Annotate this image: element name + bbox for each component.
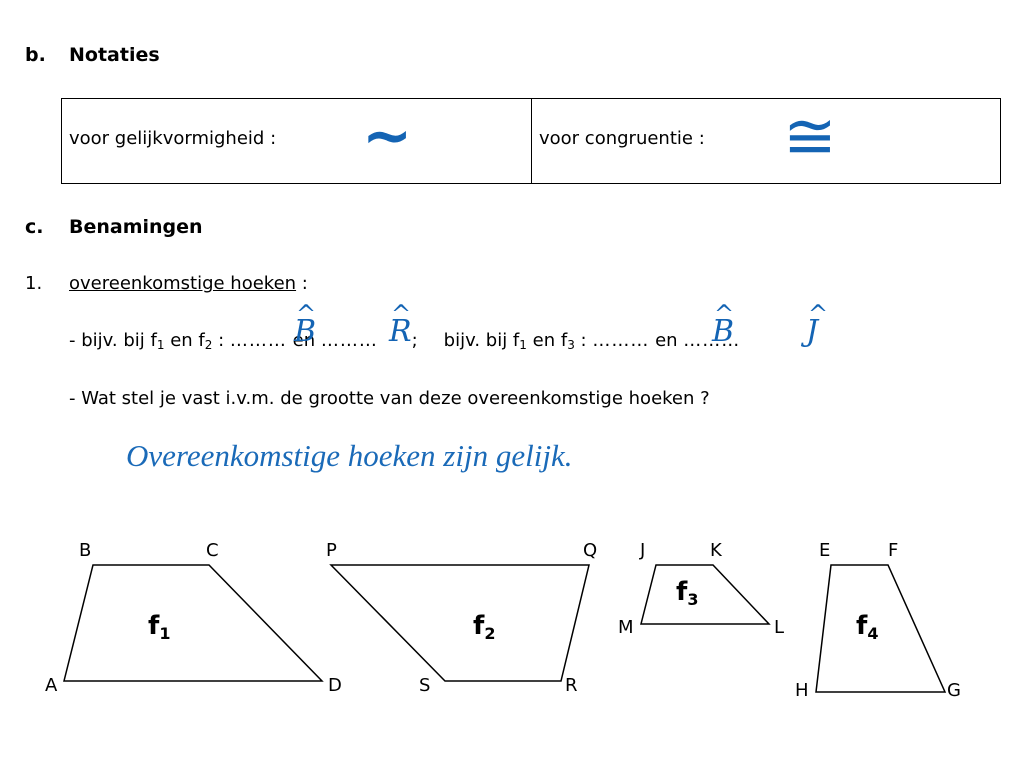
example-text: en f <box>164 330 205 351</box>
section-c-marker: c. <box>25 216 44 238</box>
section-c-heading: c. Benamingen <box>25 216 203 238</box>
item-1-number: 1. <box>25 273 43 294</box>
section-c-title: Benamingen <box>69 216 203 238</box>
angle-letter: J <box>806 314 819 349</box>
separator: ; <box>411 330 418 351</box>
example-prefix: - bijv. bij f <box>69 330 157 351</box>
vertex-label: A <box>45 675 58 696</box>
answer-angle-r: ^R <box>389 300 412 349</box>
vertex-label: F <box>888 540 898 561</box>
item-1-heading: 1. overeenkomstige hoeken : <box>25 273 308 294</box>
answer-angle-j: ^J <box>806 300 828 349</box>
vertex-label: H <box>795 680 809 701</box>
example-text: : <box>212 330 230 351</box>
figure-f1-shape <box>63 564 324 682</box>
hat-accent: ^ <box>296 300 317 328</box>
section-b-title: Notaties <box>69 44 160 66</box>
vertex-label: P <box>326 540 337 561</box>
congruence-cell: voor congruentie : ≅ <box>532 99 1000 183</box>
angle-letter: R <box>389 314 412 349</box>
figure-f3-label: f3 <box>676 577 698 609</box>
figure-f1-label: f1 <box>148 611 170 643</box>
vertex-label: M <box>618 617 634 638</box>
vertex-label: R <box>565 675 578 696</box>
vertex-label: D <box>328 675 342 696</box>
example-sub: 1 <box>156 338 165 352</box>
figure-f3-shape <box>640 564 771 625</box>
angle-letter: B <box>712 314 735 349</box>
vertex-label: B <box>79 540 91 561</box>
hat-accent: ^ <box>808 300 829 328</box>
angle-letter: B <box>294 314 317 349</box>
item-1-example-line: - bijv. bij f1 en f2 : ……… en ……… ;bijv.… <box>69 330 740 352</box>
congruence-label: voor congruentie : <box>539 128 705 149</box>
example-sub: 2 <box>204 338 213 352</box>
similarity-cell: voor gelijkvormigheid : ~ <box>62 99 532 183</box>
hat-accent: ^ <box>391 300 412 328</box>
item-1-answer: Overeenkomstige hoeken zijn gelijk. <box>126 438 573 473</box>
figures-diagram: A B C D P Q R S J K L M E F G H f1 f2 f3… <box>45 540 961 701</box>
example-prefix: bijv. bij f <box>443 330 520 351</box>
example-sub: 3 <box>567 338 575 352</box>
section-b-marker: b. <box>25 44 46 66</box>
hat-accent: ^ <box>714 300 735 328</box>
example-text: en <box>649 330 684 351</box>
notation-table: voor gelijkvormigheid : ~ voor congruent… <box>61 98 1001 184</box>
item-1-colon: : <box>301 273 308 294</box>
vertex-label: E <box>819 540 830 561</box>
congruence-symbol: ≅ <box>783 100 837 174</box>
blank-dots: ……… <box>320 330 378 351</box>
figure-f4-label: f4 <box>856 611 878 643</box>
vertex-label: G <box>947 680 961 701</box>
item-1-question: - Wat stel je vast i.v.m. de grootte van… <box>69 388 710 409</box>
blank-dots: ……… <box>683 330 741 351</box>
vertex-label: L <box>774 617 784 638</box>
vertex-label: K <box>710 540 723 561</box>
example-text: : <box>574 330 593 351</box>
section-b-heading: b. Notaties <box>25 44 160 66</box>
blank-dots: ……… <box>592 330 650 351</box>
vertex-label: J <box>639 540 645 561</box>
figure-f2-shape <box>329 564 590 682</box>
example-sub: 1 <box>519 338 527 352</box>
example-text: en <box>286 330 321 351</box>
figure-f2-label: f2 <box>473 611 495 643</box>
blank-dots: ……… <box>229 330 287 351</box>
similarity-label: voor gelijkvormigheid : <box>69 128 277 149</box>
vertex-label: S <box>419 675 430 696</box>
figure-f4-shape <box>815 564 947 693</box>
similarity-symbol: ~ <box>362 101 413 171</box>
item-1-title: overeenkomstige hoeken <box>69 273 297 294</box>
answer-angle-b-1: ^B <box>294 300 317 349</box>
answer-angle-b-2: ^B <box>712 300 735 349</box>
vertex-label: Q <box>583 540 597 561</box>
example-text: en f <box>526 330 568 351</box>
vertex-label: C <box>206 540 219 561</box>
